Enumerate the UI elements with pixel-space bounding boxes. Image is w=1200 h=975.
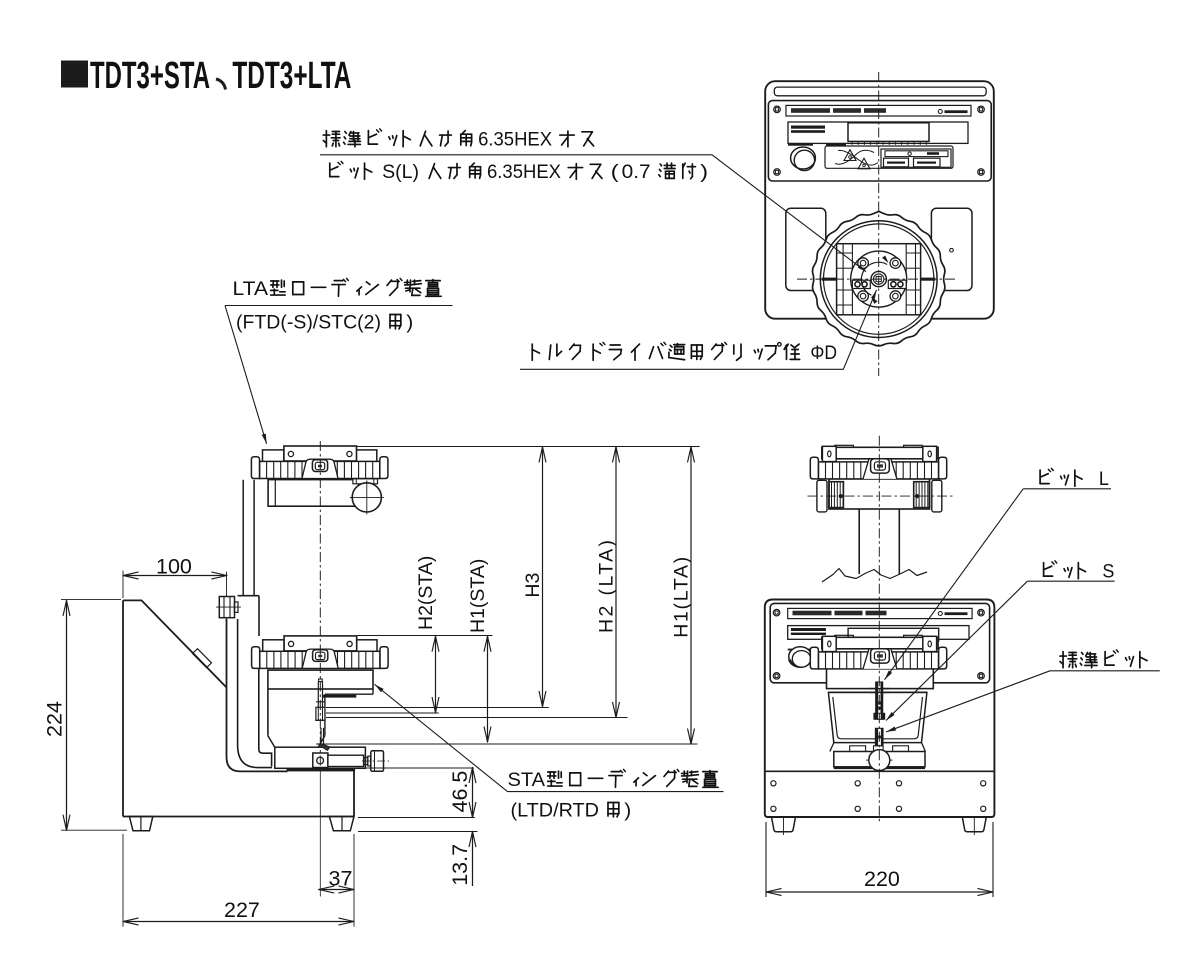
svg-text:LTA: LTA xyxy=(233,278,269,300)
svg-text:): ) xyxy=(624,799,631,821)
svg-text:S: S xyxy=(1102,560,1114,582)
svg-text:H1(STA): H1(STA) xyxy=(467,559,489,633)
svg-text:227: 227 xyxy=(224,898,260,922)
svg-text:TDT3+STA: TDT3+STA xyxy=(90,55,210,97)
svg-text:(LTD/RTD: (LTD/RTD xyxy=(511,799,600,821)
svg-text:46.5: 46.5 xyxy=(448,771,472,813)
svg-text:0.7: 0.7 xyxy=(622,161,651,183)
svg-text:ΦD: ΦD xyxy=(810,342,837,364)
svg-text:(: ( xyxy=(611,161,620,183)
svg-text:13.7: 13.7 xyxy=(448,844,472,886)
svg-text:224: 224 xyxy=(43,701,67,737)
svg-text:6.35HEX: 6.35HEX xyxy=(478,128,552,150)
svg-text:L: L xyxy=(1099,468,1109,490)
svg-text:6.35HEX: 6.35HEX xyxy=(487,161,561,183)
svg-text:100: 100 xyxy=(156,555,192,579)
svg-text:220: 220 xyxy=(864,867,900,891)
svg-text:S(L): S(L) xyxy=(382,161,419,183)
svg-text:H2 (LTA): H2 (LTA) xyxy=(596,538,618,633)
svg-text:TDT3+LTA: TDT3+LTA xyxy=(232,55,351,97)
svg-text:): ) xyxy=(700,161,708,183)
svg-text:H2(STA): H2(STA) xyxy=(415,556,437,630)
svg-text:): ) xyxy=(406,311,413,333)
svg-text:STA: STA xyxy=(508,769,546,791)
svg-text:37: 37 xyxy=(329,866,353,890)
svg-text:H1(LTA): H1(LTA) xyxy=(671,555,693,638)
svg-text:H3: H3 xyxy=(522,573,544,598)
svg-text:(FTD(-S)/STC(2): (FTD(-S)/STC(2) xyxy=(236,311,381,333)
